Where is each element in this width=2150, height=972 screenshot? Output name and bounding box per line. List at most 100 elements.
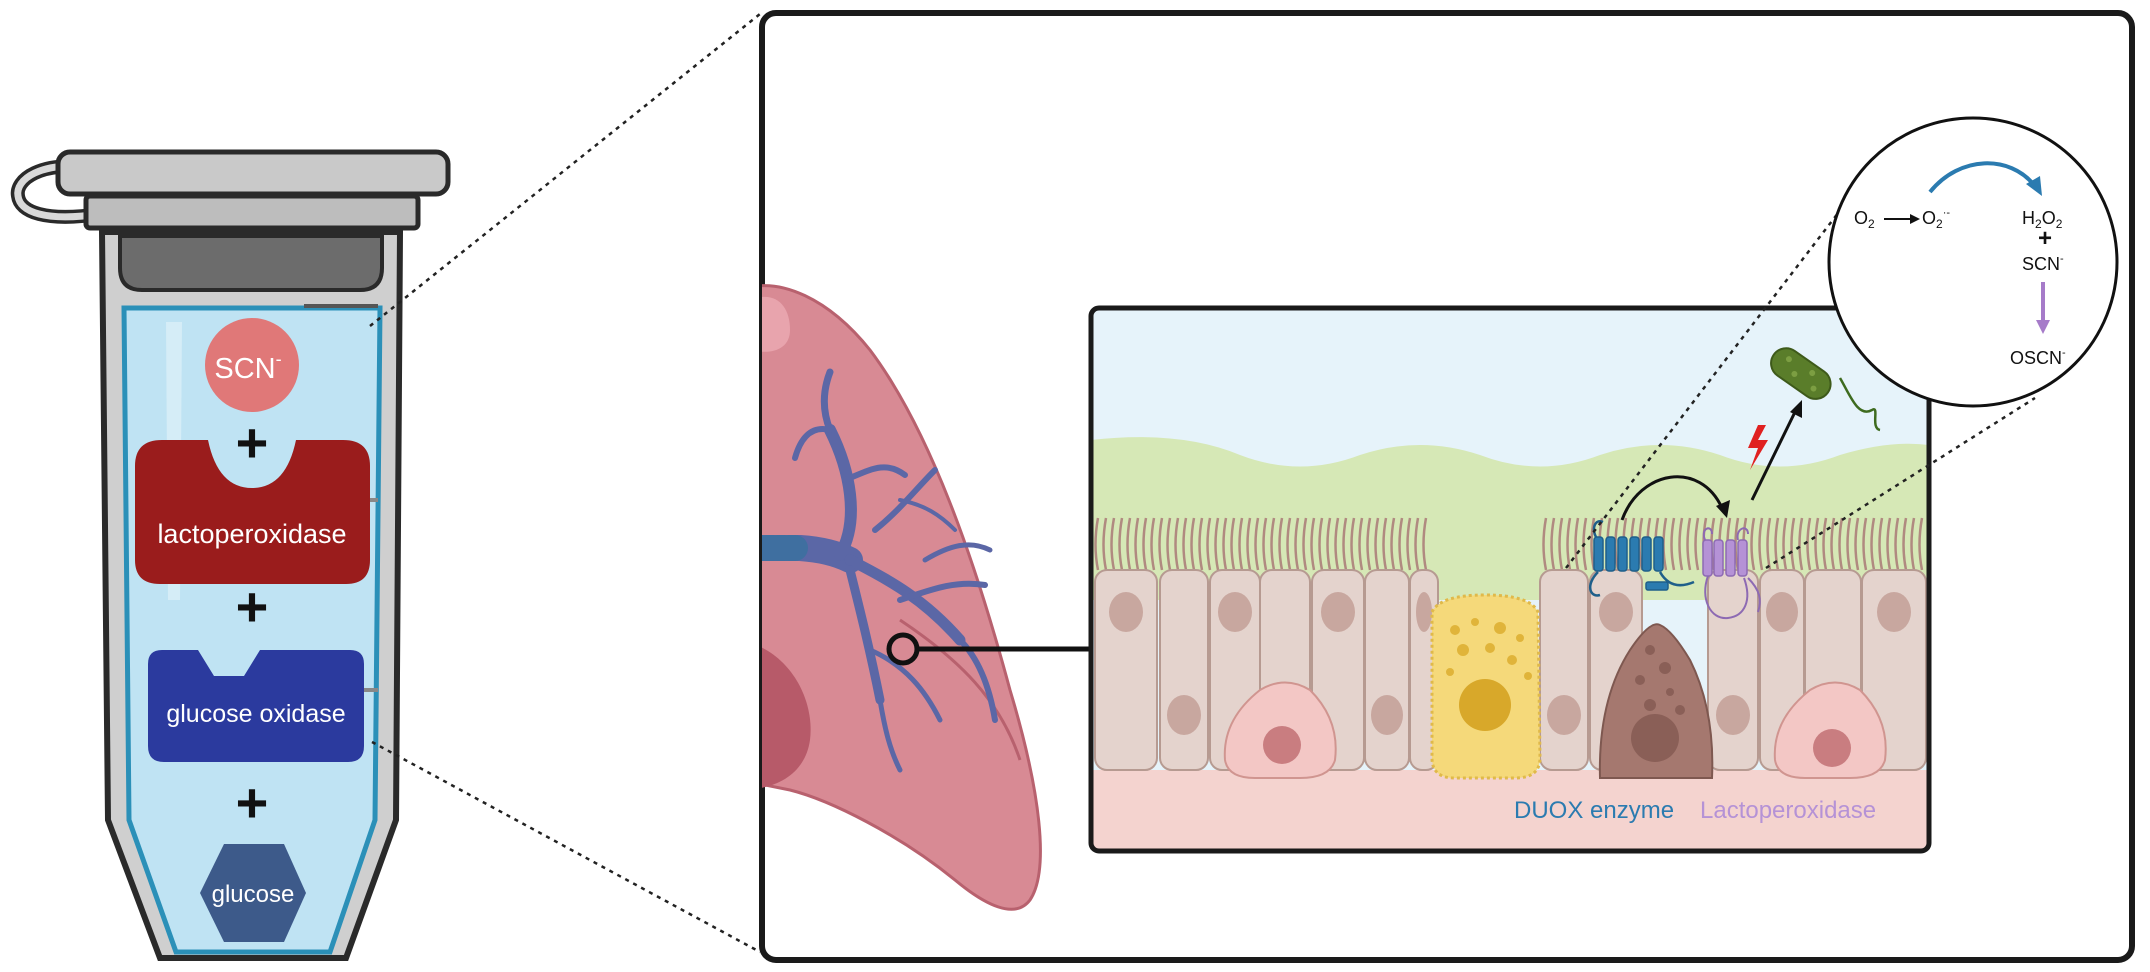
scn-charge: - [276, 349, 282, 369]
reaction-plus: + [2038, 225, 2052, 252]
cilium [1110, 517, 1116, 571]
columnar-cell [1707, 569, 1759, 771]
glucose-molecule: glucose [200, 844, 306, 942]
cilium [1286, 517, 1292, 571]
cilium [1798, 517, 1804, 571]
basal-cell-left [1223, 681, 1337, 779]
lactoperoxidase-enzyme: lactoperoxidase [135, 440, 370, 584]
cilium [1158, 517, 1164, 571]
cell-nucleus [1766, 592, 1798, 632]
cilium [1374, 517, 1380, 571]
cilium [1334, 517, 1340, 571]
basal-cell-right [1773, 681, 1887, 779]
cilium [1542, 517, 1548, 571]
cilium [1206, 517, 1212, 571]
goblet-cell-yellow [1430, 593, 1542, 780]
cilium [1870, 517, 1876, 571]
glucose-oxidase-label: glucose oxidase [166, 700, 345, 728]
plus-sign-3: + [236, 771, 269, 834]
duox-enzyme [1589, 519, 1695, 597]
tube-insert [118, 234, 384, 292]
cilium [1790, 517, 1796, 571]
cell-nucleus [1716, 695, 1750, 735]
cilium [1134, 517, 1140, 571]
superoxide-to-h2o2-arrow [1928, 161, 2036, 194]
duox-legend-label: DUOX enzyme [1514, 797, 1674, 824]
cilium [1846, 517, 1852, 571]
glucose-oxidase-enzyme: glucose oxidase [148, 650, 364, 762]
cilium [1126, 517, 1132, 571]
secretory-cell-brown [1598, 623, 1714, 779]
columnar-cell [1364, 569, 1410, 771]
cilium [1222, 517, 1228, 571]
cilium [1238, 517, 1244, 571]
cell-nucleus [1416, 592, 1432, 632]
cilium [1894, 517, 1900, 571]
cilium [1398, 517, 1404, 571]
cilium [1166, 517, 1172, 571]
cilium [1406, 517, 1412, 571]
h2o2-label: H2O2 [2022, 208, 2063, 231]
cilium [1886, 517, 1892, 571]
plus-sign-1: + [236, 411, 269, 474]
lpo-legend-label: Lactoperoxidase [1700, 797, 1876, 824]
cilium [1270, 517, 1276, 571]
cilium [1198, 517, 1204, 571]
cilium [1294, 517, 1300, 571]
cell-nucleus [1877, 592, 1911, 632]
cilium [1358, 517, 1364, 571]
cilium [1214, 517, 1220, 571]
tube-cap [55, 149, 451, 197]
cilium [1310, 517, 1316, 571]
cilium [1782, 517, 1788, 571]
bacterium [1770, 347, 1881, 432]
bronchial-tree [762, 368, 998, 773]
cilium [1838, 517, 1844, 571]
cilium [1686, 517, 1692, 571]
cilium [1262, 517, 1268, 571]
cilium [1806, 517, 1812, 571]
cilium [1246, 517, 1252, 571]
cell-nucleus [1167, 695, 1201, 735]
cilium [1414, 517, 1420, 571]
cilium [1390, 517, 1396, 571]
cilium [1574, 517, 1580, 571]
zoom-line-bottom [371, 740, 761, 954]
cilium [1566, 517, 1572, 571]
cilium [1118, 517, 1124, 571]
tube-cap-ring [83, 193, 421, 231]
superoxide-product: O2·- [1922, 207, 1950, 231]
cilium [1678, 517, 1684, 571]
cilium [1822, 517, 1828, 571]
cilium [1190, 517, 1196, 571]
cilium [1182, 517, 1188, 571]
airway-epithelium: DUOX enzyme Lactoperoxidase [1088, 305, 1932, 854]
cilium [1350, 517, 1356, 571]
cilium [1342, 517, 1348, 571]
cilium [1694, 517, 1700, 571]
cilium [1854, 517, 1860, 571]
plus-sign-2: + [236, 575, 269, 638]
cilium [1422, 517, 1428, 571]
cilium [1150, 517, 1156, 571]
cell-nucleus [1599, 592, 1633, 632]
lightning-icon [1748, 425, 1768, 470]
cell-nucleus [1321, 592, 1355, 632]
cilium [1174, 517, 1180, 571]
lpo-to-bacterium-arrow [1750, 411, 1797, 501]
lactoperoxidase-label: lactoperoxidase [157, 519, 346, 549]
cilium [1750, 517, 1756, 571]
cell-nucleus [1109, 592, 1143, 632]
cell-nucleus [1218, 592, 1252, 632]
cilium [1878, 517, 1884, 571]
cilium [1094, 517, 1100, 571]
cilium [1830, 517, 1836, 571]
glucose-label: glucose [212, 881, 295, 908]
cilium [1910, 517, 1916, 571]
svg-text:SCN-: SCN- [214, 349, 281, 385]
cilium [1774, 517, 1780, 571]
cilium [1302, 517, 1308, 571]
reaction-scheme: O2 O2·- H2O2 + SCN- OSCN- [1827, 116, 2119, 408]
cilium [1758, 517, 1764, 571]
